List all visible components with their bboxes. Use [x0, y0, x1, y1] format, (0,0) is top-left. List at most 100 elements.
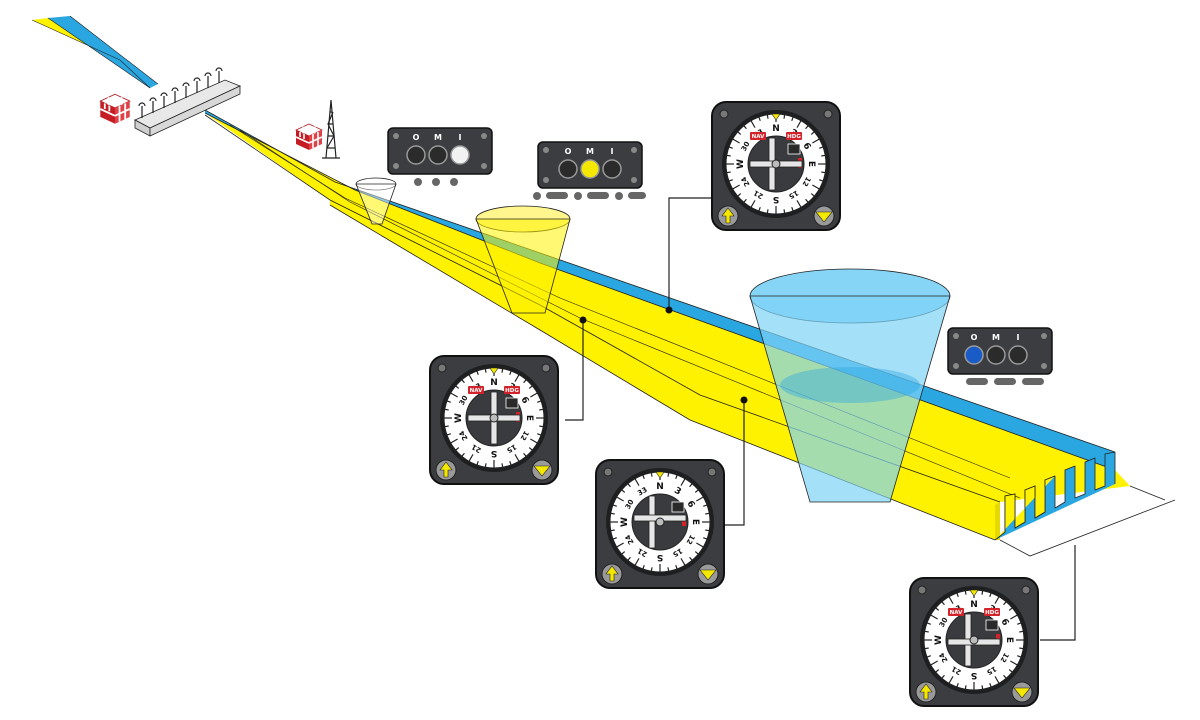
outer-marker-cone — [355, 177, 397, 225]
nav-instrument-top: N36E1215S2124W3033NAVHDG — [711, 101, 841, 231]
bezel-screw — [917, 585, 927, 595]
nav-instrument-bottom: N36E1215S2124W3033NAVHDG — [909, 577, 1039, 707]
compass-label: 21 — [950, 664, 963, 676]
bezel-screw — [823, 109, 833, 119]
arrow-up-icon — [605, 565, 619, 582]
outer-lamp — [558, 159, 578, 179]
hdg-flag — [504, 386, 520, 394]
compass-label: 21 — [636, 546, 649, 558]
compass-label: 30 — [458, 394, 470, 407]
compass-label: E — [690, 519, 700, 525]
inner-lamp — [602, 159, 622, 179]
compass-label: S — [657, 552, 663, 562]
glideslope-tower-icon — [322, 99, 340, 159]
callout-lines — [565, 197, 1076, 641]
checkered-cube-icon — [295, 123, 323, 151]
to-from-window — [985, 619, 999, 631]
nav-flag-label: NAV — [470, 388, 483, 394]
middle-lamp-lit — [580, 159, 600, 179]
compass-label: 15 — [505, 442, 518, 454]
lubber-line — [771, 113, 781, 121]
compass-label: E — [524, 415, 534, 421]
compass-label: S — [773, 194, 779, 204]
letter-i: I — [1017, 333, 1020, 342]
compass-label: 30 — [624, 498, 636, 511]
lubber-line — [655, 471, 665, 479]
compass-label: 33 — [636, 486, 649, 498]
localizer-needle — [648, 495, 656, 549]
bezel-screw — [437, 363, 447, 373]
letter-o: O — [565, 147, 572, 156]
compass-label: 24 — [740, 175, 752, 188]
compass-label: 30 — [938, 616, 950, 629]
compass-label: 15 — [985, 664, 998, 676]
callout-dots — [579, 306, 748, 404]
marker-panel-middle: O M I — [537, 141, 643, 189]
inner-lamp — [1008, 345, 1028, 365]
bezel-screw — [719, 109, 729, 119]
letter-m: M — [586, 147, 594, 156]
lubber-line — [489, 367, 499, 375]
letter-m: M — [992, 333, 1000, 342]
hdg-flag-label: HDG — [787, 134, 801, 140]
compass-label: S — [491, 448, 497, 458]
compass-label: 12 — [518, 429, 530, 442]
localizer-beam-far — [31, 15, 159, 89]
middle-lamp — [428, 145, 448, 165]
compass-label: 12 — [800, 175, 812, 188]
compass-label: S — [971, 670, 977, 680]
morse-dots-outer — [414, 178, 458, 186]
to-from-window — [505, 397, 519, 409]
center-dot — [489, 413, 499, 423]
compass-label: N — [490, 378, 498, 388]
center-dot — [969, 635, 979, 645]
heading-bug-icon — [533, 465, 551, 477]
compass-label: 6 — [800, 141, 812, 151]
outer-lamp-lit — [964, 345, 984, 365]
hdg-flag-label: HDG — [505, 388, 519, 394]
heading-bug-icon — [699, 569, 717, 581]
nav-flag-label: NAV — [752, 134, 765, 140]
compass-label: 3 — [672, 486, 682, 498]
to-from-window — [671, 501, 685, 513]
compass-label: 12 — [684, 533, 696, 546]
bezel-screw — [707, 467, 717, 477]
letter-i: I — [611, 147, 614, 156]
compass-label: W — [934, 635, 944, 645]
morse-dashes-inner — [966, 378, 1044, 385]
nav-flag — [750, 132, 766, 140]
checkered-cube-icon — [99, 93, 131, 125]
letter-o: O — [971, 333, 978, 342]
heading-bug-icon — [815, 211, 833, 223]
hdg-flag — [984, 608, 1000, 616]
inner-marker-cone — [749, 268, 951, 503]
hdg-flag-label: HDG — [985, 610, 999, 616]
nav-flag-label: NAV — [950, 610, 963, 616]
inner-lamp-lit — [450, 145, 470, 165]
compass-label: W — [620, 517, 630, 527]
compass-label: 15 — [787, 188, 800, 200]
nav-flag — [948, 608, 964, 616]
morse-dash-dot-middle — [533, 192, 646, 200]
to-from-window — [787, 143, 801, 155]
arrow-up-icon — [919, 683, 933, 700]
compass-label: 6 — [518, 395, 530, 405]
compass-label: E — [806, 161, 816, 167]
compass-label: 6 — [684, 499, 696, 509]
compass-label: N — [656, 482, 664, 492]
compass-label: 24 — [624, 533, 636, 546]
bezel-screw — [541, 363, 551, 373]
compass-label: 21 — [470, 442, 483, 454]
arrow-up-icon — [721, 207, 735, 224]
compass-label: 24 — [458, 429, 470, 442]
heading-bug-icon — [1013, 687, 1031, 699]
letter-i: I — [459, 133, 462, 142]
nav-flag — [468, 386, 484, 394]
compass-label: 30 — [740, 140, 752, 153]
lubber-line — [969, 589, 979, 597]
compass-label: W — [454, 413, 464, 423]
compass-label: N — [772, 124, 780, 134]
marker-panel-inner: O M I — [947, 327, 1053, 375]
